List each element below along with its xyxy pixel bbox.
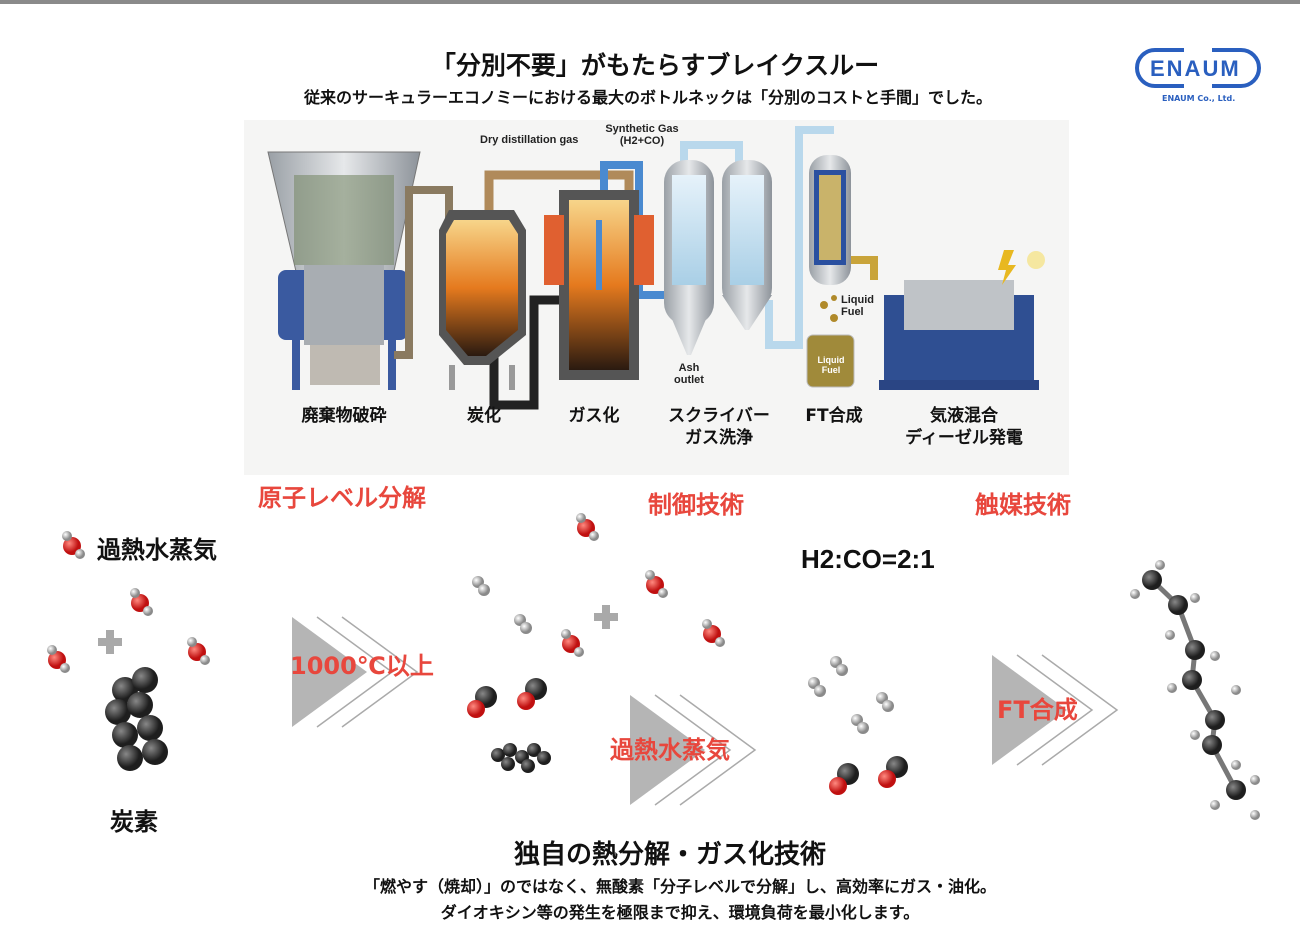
ft-reactor-icon xyxy=(809,155,851,285)
logo-loop-icon xyxy=(1135,44,1261,92)
stage3-title: 触媒技術 xyxy=(975,491,1071,519)
step-label: 廃棄物破砕 xyxy=(301,406,387,426)
lightbulb-icon xyxy=(1027,251,1045,269)
step-label: ガス化 xyxy=(568,406,620,426)
page-title: 「分別不要」がもたらすブレイクスルー xyxy=(430,51,880,80)
top-border xyxy=(0,0,1300,4)
gasifier-icon xyxy=(544,190,654,380)
plus-icon xyxy=(98,630,122,654)
step-label: スクライバーガス洗浄 xyxy=(668,406,770,448)
carbon-cluster-icon xyxy=(105,667,168,771)
logo-wordmark: ENAUM xyxy=(1150,56,1241,81)
company-logo: ENAUM ENAUM Co., Ltd. xyxy=(1134,44,1264,104)
footer-line-2: ダイオキシン等の発生を極限まで抑え、環境負荷を最小化します。 xyxy=(440,903,920,922)
plus-icon xyxy=(594,605,618,629)
dry-gas-label: Dry distillation gas xyxy=(480,134,579,146)
liquid-fuel-tank-icon xyxy=(806,295,855,388)
syngas-molecules xyxy=(808,656,908,795)
water-molecules xyxy=(47,588,210,673)
diesel-generator-icon xyxy=(879,250,1045,390)
syngas-label: Synthetic Gas(H2+CO) xyxy=(605,123,679,147)
stage3-arrow-label: FT合成 xyxy=(997,696,1078,724)
steam-molecule-icon xyxy=(62,531,85,559)
hydrocarbon-chain-icon xyxy=(1130,560,1260,820)
step-label: FT合成 xyxy=(805,406,863,426)
process-illustration: Dry distillation gas Synthetic Gas(H2+CO… xyxy=(244,120,1069,475)
carbon-label: 炭素 xyxy=(110,808,158,836)
process-diagram xyxy=(267,126,1045,410)
scrubber-icon xyxy=(664,160,772,355)
page-subtitle: 従来のサーキュラーエコノミーにおける最大のボトルネックは「分別のコストと手間」で… xyxy=(303,88,992,107)
carbonizer-icon xyxy=(439,210,526,390)
footer-line-1: 「燃やす（焼却）」のではなく、無酸素「分子レベルで分解」し、高効率にガス・油化。 xyxy=(363,877,996,896)
stage1-title: 原子レベル分解 xyxy=(258,484,426,512)
step-label: 炭化 xyxy=(467,406,501,426)
step-label: 気液混合ディーゼル発電 xyxy=(905,406,1023,448)
lightning-icon xyxy=(998,250,1016,285)
footer-title: 独自の熱分解・ガス化技術 xyxy=(513,840,826,870)
shredder-icon xyxy=(267,151,421,390)
logo-company: ENAUM Co., Ltd. xyxy=(1162,94,1236,103)
ratio-label: H2:CO=2:1 xyxy=(801,544,935,574)
stage1-arrow-label: 1000℃以上 xyxy=(290,652,434,680)
steam-label: 過熱水蒸気 xyxy=(97,536,217,564)
stage2-arrow-label: 過熱水蒸気 xyxy=(610,736,730,764)
stage2-title: 制御技術 xyxy=(648,491,744,519)
